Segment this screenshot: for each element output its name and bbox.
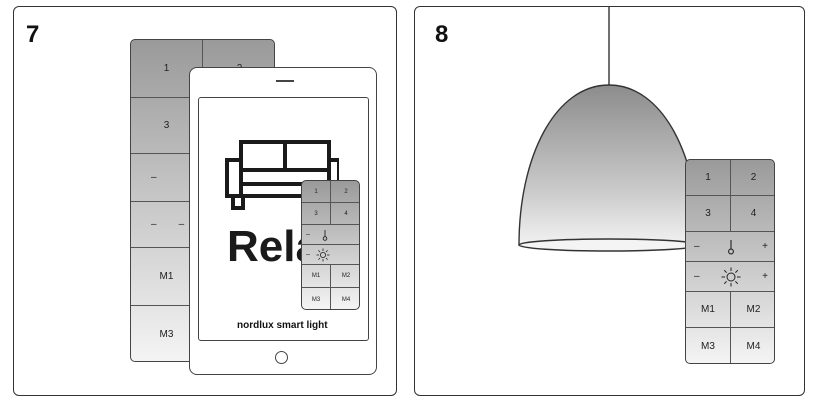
remote-button-2[interactable]: 2	[731, 160, 774, 196]
remote-button-m2[interactable]: M2	[731, 292, 774, 328]
sun-icon	[316, 248, 330, 261]
mini-brightness-row[interactable]: –	[302, 245, 359, 265]
remote-brightness-row[interactable]: – +	[686, 262, 774, 292]
lamp-rim	[518, 238, 700, 252]
remote-button-m1[interactable]: M1	[686, 292, 731, 328]
lamp-shade	[518, 84, 700, 246]
temp-minus-button[interactable]: –	[694, 241, 700, 252]
remote-button-1[interactable]: 1	[686, 160, 731, 196]
mini-button-m4[interactable]: M4	[341, 296, 351, 303]
mini-button-3[interactable]: 3	[302, 203, 331, 225]
sun-icon	[721, 267, 741, 286]
brightness-minus-button[interactable]: –	[694, 271, 700, 282]
brand-logo: nordlux smart light	[237, 320, 328, 331]
remote-temperature-row[interactable]: – +	[686, 232, 774, 262]
thermometer-icon	[322, 229, 328, 241]
mini-button-m3[interactable]: M3	[302, 288, 331, 309]
remote-control: 1 2 3 4 – + – + M1 M2 M3 M4	[685, 159, 775, 364]
mini-temp-row[interactable]: –	[302, 225, 359, 245]
remote-button-3[interactable]: 3	[686, 196, 731, 232]
mini-button-2[interactable]: 2	[331, 181, 359, 203]
step-7-panel: 7 1 2 3 – –– M1 M3	[13, 6, 397, 396]
mini-button-4[interactable]: 4	[331, 203, 359, 225]
mini-button-m1[interactable]: M1	[302, 265, 331, 288]
step-number: 7	[26, 21, 40, 48]
mini-button-m2[interactable]: M2	[331, 265, 359, 288]
remote-button-m3[interactable]: M3	[686, 328, 731, 363]
tablet-speaker	[276, 80, 294, 82]
pendant-lamp-illustration	[518, 7, 700, 252]
home-button[interactable]	[275, 351, 288, 364]
step-number: 8	[435, 21, 449, 48]
mini-remote: 1 2 3 4 – – M1 M2 M3 M4	[301, 180, 360, 310]
step-8-panel: 8 1 2 3 4 – + – + M1 M2 M3	[414, 6, 805, 396]
thermometer-icon	[727, 239, 734, 254]
temp-plus-button[interactable]: +	[762, 241, 768, 252]
remote-button-m4[interactable]: M4	[746, 341, 761, 352]
brightness-plus-button[interactable]: +	[762, 271, 768, 282]
mini-button-1[interactable]: 1	[302, 181, 331, 203]
remote-button-4[interactable]: 4	[731, 196, 774, 232]
